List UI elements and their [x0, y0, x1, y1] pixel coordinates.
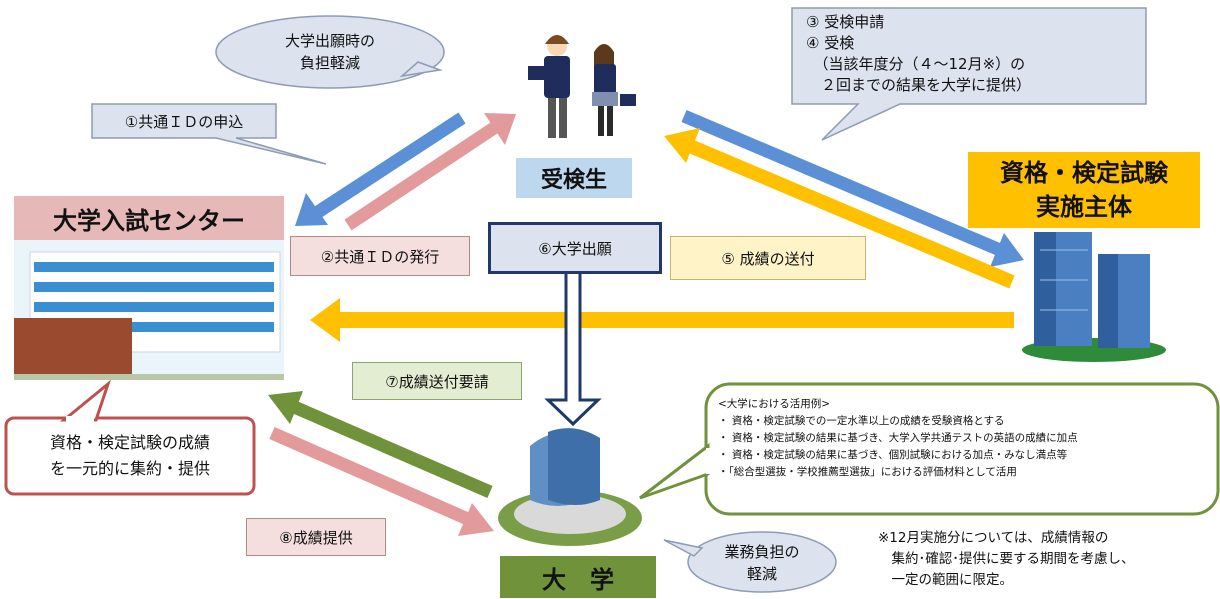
university-label: 大 学	[500, 556, 656, 598]
arrow-step2	[344, 113, 516, 231]
bubble-step1: ①共通ＩＤの申込	[124, 112, 244, 131]
students-illustration	[528, 35, 636, 138]
center-label: 大学入試センター	[14, 196, 284, 240]
bubble-univ-burden: 業務負担の 軽減	[724, 543, 800, 583]
bubble-exam-steps-shape	[791, 7, 1147, 141]
arrow-step3-4	[681, 110, 1024, 267]
arrow-step5	[664, 128, 1015, 289]
arrow-step1	[295, 112, 466, 226]
student-label: 受検生	[516, 158, 632, 198]
arrow-step6	[544, 260, 602, 427]
arrow-step8	[269, 427, 494, 536]
provider-label: 資格・検定試験 実施主体	[968, 152, 1200, 228]
step7-label: ⑦成績送付要請	[352, 362, 522, 400]
usage-item: ・「総合型選抜・学校推薦型選抜」における評価材料として活用	[718, 466, 1017, 478]
bubble-student-burden: 大学出願時の 負担軽減	[284, 32, 375, 72]
bubble-center-role: 資格・検定試験の成績 を一元的に集約・提供	[49, 433, 210, 478]
bubble-student-burden-shape	[215, 15, 445, 89]
bubble-univ-burden-shape	[663, 531, 837, 593]
usage-title: <大学における活用例>	[718, 398, 831, 410]
usage-box-shape	[639, 382, 1220, 516]
university-building-illustration	[498, 428, 642, 546]
bubble-step1-shape	[91, 103, 327, 165]
provider-building-illustration	[1022, 232, 1166, 362]
usage-examples: <大学における活用例> ・ 資格・検定試験での一定水準以上の成績を受験資格とする…	[718, 396, 1214, 508]
step6-label: ⑥大学出願	[488, 222, 662, 274]
usage-item: ・ 資格・検定試験での一定水準以上の成績を受験資格とする	[718, 415, 1005, 427]
usage-item: ・ 資格・検定試験の結果に基づき、大学入学共通テストの英語の成績に加点	[718, 432, 1078, 444]
bubble-center-role-shape	[4, 379, 256, 496]
footnote: ※12月実施分については、成績情報の 集約･確認･提供に要する期間を考慮し、 一…	[878, 530, 1135, 588]
arrow-step7	[268, 391, 493, 498]
bubble-exam-steps: ③ 受検申請 ④ 受検 （当該年度分（４～12月※）の ２回までの結果を大学に提…	[806, 13, 1032, 94]
step2-label: ②共通ＩＤの発行	[290, 236, 470, 276]
center-building-illustration	[14, 240, 284, 380]
step5-label: ⑤ 成績の送付	[670, 236, 866, 280]
step8-label: ⑧成績提供	[246, 518, 386, 556]
usage-item: ・ 資格・検定試験の結果に基づき、個別試験における加点・みなし満点等	[718, 449, 1068, 461]
arrow-provider-to-center	[310, 298, 1014, 342]
